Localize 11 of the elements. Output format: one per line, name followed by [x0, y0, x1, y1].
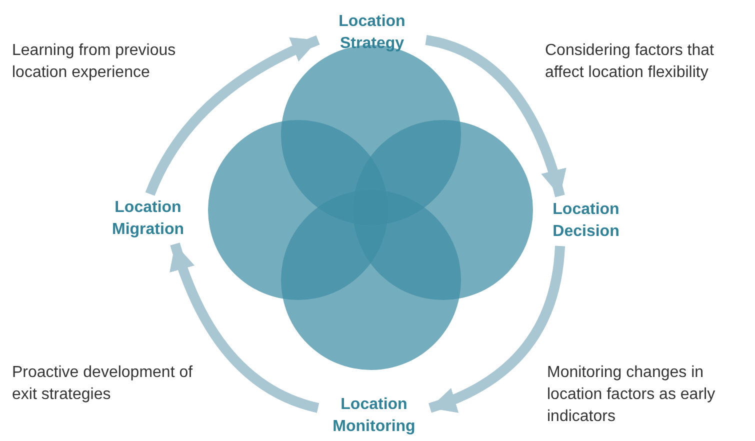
curved-arrow: [145, 35, 320, 196]
curved-arrow: [428, 246, 565, 413]
curved-arrow: [424, 35, 566, 198]
stage-label: Location Decision: [552, 200, 620, 242]
description-text: Proactive development of exit strategies: [12, 363, 194, 405]
description-text: Considering factors that affect location flexibility: [545, 41, 715, 83]
stage-label: Location Monitoring: [332, 395, 416, 437]
description-text: Learning from previous location experience: [12, 41, 177, 83]
description-text: Monitoring changes in location factors as early indicators: [547, 363, 716, 427]
stage-label: Location Migration: [111, 198, 185, 240]
curved-arrow: [170, 242, 320, 413]
